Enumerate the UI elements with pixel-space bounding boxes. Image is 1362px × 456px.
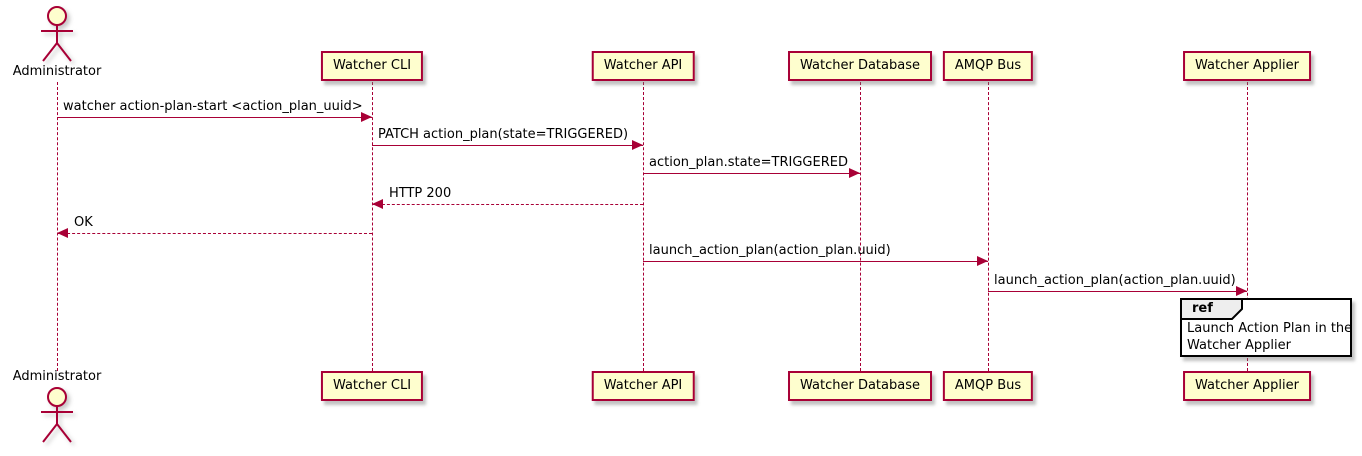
participant-top-watcher-api: Watcher API <box>591 51 695 81</box>
ref-text-line-2: Watcher Applier <box>1187 338 1291 353</box>
participant-bottom-watcher-cli: Watcher CLI <box>320 371 424 401</box>
lifeline-watcher-database <box>860 82 861 371</box>
message-3-line <box>372 204 643 205</box>
message-5-line <box>643 261 988 262</box>
lifeline-administrator <box>57 82 58 371</box>
message-4-arrowhead-icon <box>57 228 68 238</box>
lifeline-watcher-api <box>643 82 644 371</box>
actor-icon-top-administrator <box>37 5 77 63</box>
message-5-arrowhead-icon <box>977 256 988 266</box>
message-6-line <box>988 291 1247 292</box>
message-2-label: action_plan.state=TRIGGERED <box>649 155 848 170</box>
message-1-label: PATCH action_plan(state=TRIGGERED) <box>378 127 629 142</box>
participant-top-watcher-database: Watcher Database <box>788 51 932 81</box>
actor-label-bottom-administrator: Administrator <box>12 369 102 384</box>
ref-keyword: ref <box>1192 301 1213 316</box>
lifeline-watcher-cli <box>372 82 373 371</box>
message-3-label: HTTP 200 <box>389 186 452 201</box>
lifeline-amqp-bus <box>988 82 989 371</box>
actor-icon-bottom-administrator <box>37 386 77 444</box>
participant-bottom-watcher-api: Watcher API <box>591 371 695 401</box>
ref-fragment: ref Launch Action Plan in the Watcher Ap… <box>1180 298 1352 357</box>
message-0-label: watcher action-plan-start <action_plan_u… <box>63 99 363 114</box>
message-4-line <box>57 233 372 234</box>
message-6-arrowhead-icon <box>1236 286 1247 296</box>
message-1-arrowhead-icon <box>632 140 643 150</box>
message-6-label: launch_action_plan(action_plan.uuid) <box>994 273 1236 288</box>
message-4-label: OK <box>74 215 93 230</box>
message-1-line <box>372 145 643 146</box>
actor-label-top-administrator: Administrator <box>12 64 102 79</box>
participant-top-amqp-bus: AMQP Bus <box>942 51 1034 81</box>
ref-tab-icon <box>1180 298 1243 320</box>
message-5-label: launch_action_plan(action_plan.uuid) <box>649 243 891 258</box>
message-0-line <box>57 117 372 118</box>
participant-top-watcher-applier: Watcher Applier <box>1183 51 1311 81</box>
ref-text: Launch Action Plan in the Watcher Applie… <box>1187 320 1352 354</box>
message-2-line <box>643 173 860 174</box>
message-3-arrowhead-icon <box>372 199 383 209</box>
participant-bottom-watcher-database: Watcher Database <box>788 371 932 401</box>
ref-text-line-1: Launch Action Plan in the <box>1187 321 1353 336</box>
message-0-arrowhead-icon <box>361 112 372 122</box>
participant-bottom-watcher-applier: Watcher Applier <box>1183 371 1311 401</box>
participant-bottom-amqp-bus: AMQP Bus <box>942 371 1034 401</box>
participant-top-watcher-cli: Watcher CLI <box>320 51 424 81</box>
message-2-arrowhead-icon <box>849 168 860 178</box>
lifeline-watcher-applier <box>1247 82 1248 371</box>
